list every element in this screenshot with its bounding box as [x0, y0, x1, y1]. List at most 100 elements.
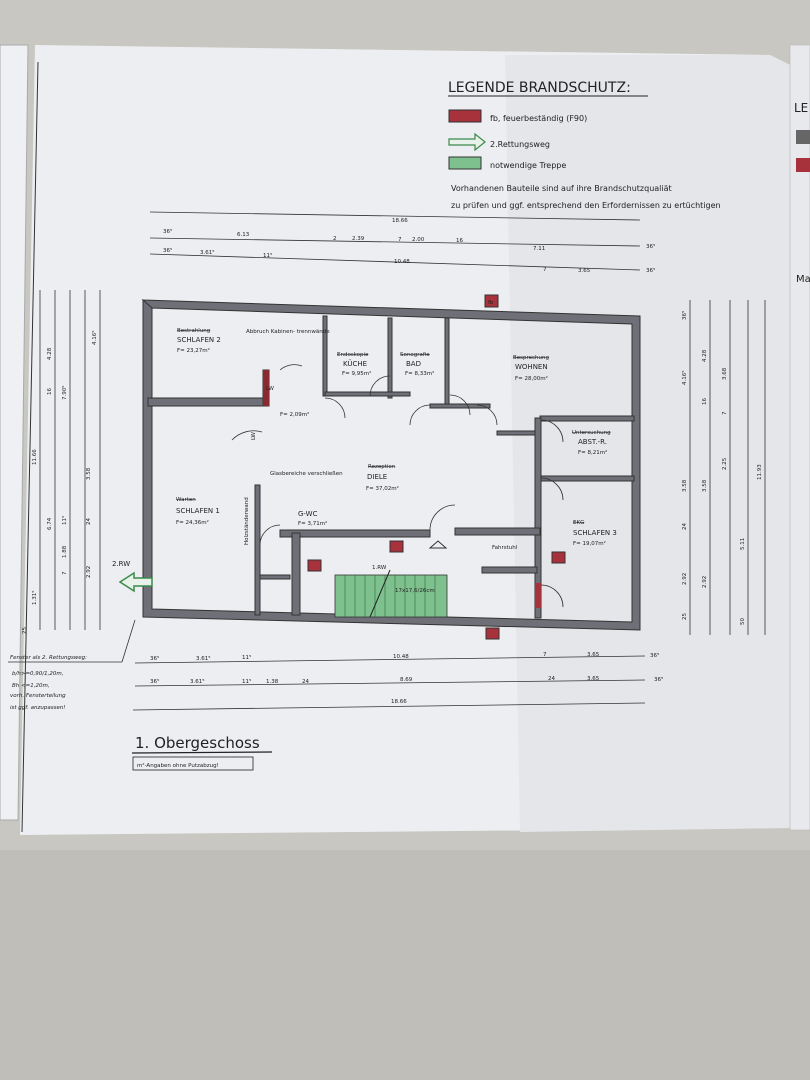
wall-stair-top	[279, 529, 431, 538]
svg-text:5.11: 5.11	[740, 538, 746, 550]
svg-text:11.66: 11.66	[32, 449, 38, 465]
svg-text:3.65: 3.65	[587, 652, 600, 658]
svg-text:7: 7	[543, 652, 547, 658]
room-kueche: KÜCHE	[343, 359, 367, 368]
title-note-box	[132, 756, 254, 771]
svg-text:2.25: 2.25	[722, 457, 728, 470]
svg-text:2: 2	[333, 236, 337, 242]
svg-text:24: 24	[302, 679, 309, 685]
svg-text:EKG: EKG	[573, 520, 584, 526]
fb-marker	[551, 551, 566, 564]
room-schlafen-3: SCHLAFEN 3	[573, 529, 617, 537]
rettungsweg-2-arrow-icon	[118, 571, 153, 593]
sheet-border	[21, 61, 39, 833]
legend-note-2: zu prüfen und ggf. entsprechend den Erfo…	[451, 201, 721, 210]
svg-text:11⁵: 11⁵	[61, 516, 68, 525]
wall-stair-top-right	[454, 527, 541, 536]
legend: LEGENDE BRANDSCHUTZ: fb, feuerbeständig …	[448, 80, 721, 210]
fb-marker	[307, 559, 322, 572]
svg-text:11⁵: 11⁵	[263, 252, 272, 259]
svg-text:11⁵: 11⁵	[242, 654, 251, 661]
svg-text:7: 7	[722, 411, 728, 415]
svg-text:8.69: 8.69	[400, 677, 413, 683]
svg-text:25: 25	[682, 613, 688, 620]
side-sheet-title: LE	[794, 101, 808, 115]
stair-line	[369, 569, 391, 618]
svg-text:F= 24,36m²: F= 24,36m²	[176, 519, 209, 526]
aufzug-triangle-icon	[428, 540, 448, 549]
svg-text:Holzständerwand: Holzständerwand	[244, 497, 250, 545]
fb-marker	[485, 627, 500, 640]
svg-text:LW: LW	[266, 386, 275, 392]
svg-text:18.66: 18.66	[392, 218, 408, 224]
svg-text:b/h>=0,90/1,20m,: b/h>=0,90/1,20m,	[12, 671, 64, 677]
wall-kueche-left	[322, 315, 328, 397]
wall-wohnen-link	[496, 430, 538, 436]
svg-text:6.74: 6.74	[47, 517, 53, 530]
svg-text:36⁵: 36⁵	[646, 267, 655, 274]
svg-text:10.48: 10.48	[394, 259, 410, 265]
svg-text:3.58: 3.58	[682, 479, 688, 492]
title-note: m²-Angaben ohne Putzabzug!	[137, 762, 219, 769]
window-note: Fenster als 2. Rettungsweg: b/h>=0,90/1,…	[8, 619, 136, 711]
svg-text:F= 2,09m²: F= 2,09m²	[280, 411, 309, 418]
wall-holzstaender	[254, 484, 261, 616]
svg-text:1.38: 1.38	[266, 679, 279, 685]
svg-text:F= 8,21m²: F= 8,21m²	[578, 449, 607, 456]
svg-text:7: 7	[398, 237, 402, 243]
wall-schlafen3-left	[534, 417, 542, 619]
wall-wohnen-bottom	[539, 415, 635, 422]
outer-wall	[141, 298, 641, 631]
svg-text:11.93: 11.93	[757, 464, 763, 480]
svg-text:7.11: 7.11	[533, 246, 545, 252]
fb-swatch	[448, 109, 482, 123]
svg-text:3.61⁵: 3.61⁵	[200, 249, 214, 256]
svg-text:2.39: 2.39	[352, 236, 365, 242]
svg-text:36⁵: 36⁵	[654, 676, 663, 683]
svg-text:LW: LW	[251, 431, 257, 440]
svg-text:16: 16	[47, 388, 53, 395]
svg-text:F= 23,27m²: F= 23,27m²	[177, 347, 210, 354]
stair-treads	[344, 575, 436, 617]
building-plan: 17x17,6/26cm 1.RW fb Fahrstuhl	[112, 294, 641, 640]
svg-text:F= 37,02m²: F= 37,02m²	[366, 485, 399, 492]
paper-fold-shade	[505, 55, 790, 832]
treppe-dimension: 17x17,6/26cm	[395, 588, 435, 594]
svg-text:Fenster als 2. Rettungsweg:: Fenster als 2. Rettungsweg:	[10, 655, 87, 661]
table-surface-lower	[0, 850, 810, 1080]
wall-bad-left	[387, 317, 393, 399]
room-abst: ABST.-R.	[578, 438, 607, 446]
svg-text:24: 24	[86, 518, 92, 525]
svg-text:36⁵: 36⁵	[650, 652, 659, 659]
doors	[231, 364, 564, 608]
rettungsweg-arrow-icon	[448, 132, 486, 152]
legend-stair-label: notwendige Treppe	[490, 161, 566, 170]
room-gwc: G-WC	[298, 510, 318, 518]
legend-note-1: Vorhandenen Bauteile sind auf ihre Brand…	[451, 184, 672, 193]
top-dimensions: 18.66 36⁵ 6.13 2 2.39 7 2.00 16 7.11 36⁵…	[149, 211, 655, 274]
svg-text:18.66: 18.66	[391, 699, 407, 705]
svg-text:7: 7	[543, 267, 547, 273]
svg-text:F= 3,71m²: F= 3,71m²	[298, 520, 327, 527]
wall-aufzug	[481, 566, 538, 574]
svg-text:3.58: 3.58	[86, 467, 92, 480]
svg-text:6.13: 6.13	[237, 232, 250, 238]
svg-text:Besprechung: Besprechung	[513, 355, 549, 361]
svg-text:F= 8,33m²: F= 8,33m²	[405, 370, 434, 377]
svg-text:Sonografie: Sonografie	[400, 352, 430, 358]
side-sheet-fb-box	[796, 158, 810, 172]
side-sheet-text: Ma	[796, 274, 810, 285]
wall-bad-right	[444, 317, 450, 407]
fb-marker	[484, 294, 499, 308]
svg-text:16: 16	[456, 238, 463, 244]
floor-title: 1. Obergeschoss	[135, 734, 260, 752]
stair-swatch	[448, 156, 482, 170]
svg-text:4.16⁵: 4.16⁵	[91, 331, 98, 345]
svg-text:2.92: 2.92	[86, 566, 92, 578]
room-wohnen: WOHNEN	[515, 363, 548, 371]
svg-text:3.61⁵: 3.61⁵	[190, 678, 204, 685]
left-page-edge	[0, 44, 29, 821]
svg-text:10.48: 10.48	[393, 654, 409, 660]
svg-text:F= 9,95m²: F= 9,95m²	[342, 370, 371, 377]
